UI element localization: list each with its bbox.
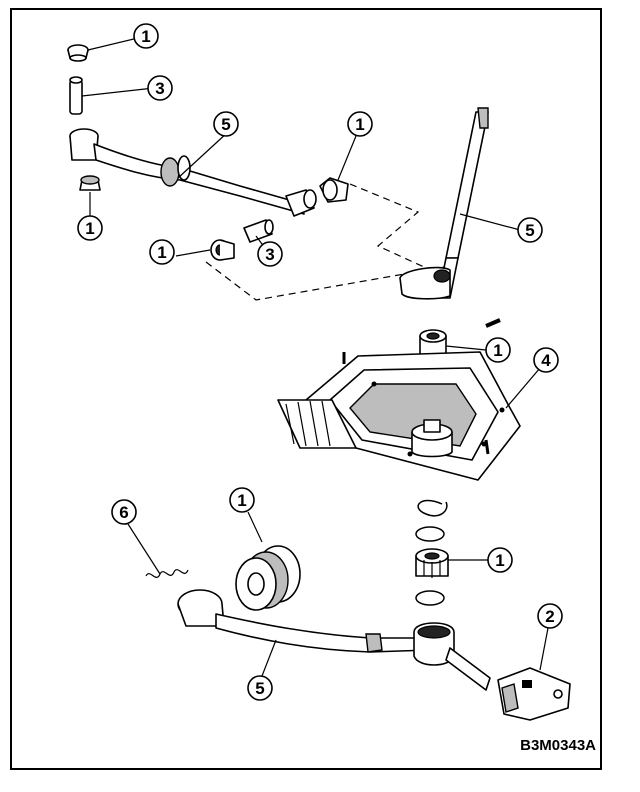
- pin-top: [69, 76, 83, 115]
- lever-roll-pin: [485, 318, 501, 328]
- svg-text:1: 1: [495, 551, 504, 570]
- svg-text:1: 1: [237, 491, 246, 510]
- svg-text:6: 6: [119, 503, 128, 522]
- gearshift-lever: [399, 107, 489, 300]
- callout-rod-lower: 5: [247, 675, 273, 701]
- exploded-view-diagram: 1 3 5 1 1 1 3 5 1 4 1 6: [10, 8, 602, 770]
- bushing-top-upper: [67, 44, 89, 62]
- rod-end-sleeve: [285, 189, 317, 217]
- diagram-frame: 1 3 5 1 1 1 3 5 1 4 1 6: [10, 8, 630, 784]
- snap-ring: [417, 499, 448, 517]
- pin-mid: [243, 219, 274, 243]
- svg-text:4: 4: [541, 351, 551, 370]
- callout-bushing-top-upper: 1: [133, 23, 159, 49]
- svg-text:5: 5: [255, 679, 264, 698]
- callout-gearshift-lever: 5: [517, 217, 543, 243]
- callout-bushing-left-mid: 1: [149, 239, 175, 265]
- svg-text:5: 5: [221, 115, 230, 134]
- washer-upper: [415, 526, 445, 542]
- callout-lever-boss: 1: [485, 337, 511, 363]
- bracket: [497, 667, 571, 721]
- callout-pin-top: 3: [147, 75, 173, 101]
- callout-nut: 1: [487, 547, 513, 573]
- callout-spring: 6: [111, 499, 137, 525]
- grommet: [235, 545, 301, 611]
- svg-text:1: 1: [157, 243, 166, 262]
- spring: [145, 569, 189, 579]
- bushing-top-lower: [79, 175, 101, 191]
- figure-border: [10, 8, 602, 770]
- lower-shift-rod: [177, 589, 491, 691]
- nut: [415, 548, 449, 578]
- callout-grommet: 1: [229, 487, 255, 513]
- upper-shift-rod: [69, 128, 305, 215]
- svg-text:3: 3: [155, 79, 164, 98]
- svg-text:1: 1: [141, 27, 150, 46]
- callout-bushing-top-lower: 1: [77, 215, 103, 241]
- callout-plate: 4: [533, 347, 559, 373]
- svg-text:5: 5: [525, 221, 534, 240]
- shift-plate-assembly: [277, 351, 521, 481]
- callout-bracket: 2: [537, 603, 563, 629]
- bushing-mid-left: [210, 239, 235, 261]
- svg-text:1: 1: [493, 341, 502, 360]
- svg-text:1: 1: [355, 115, 364, 134]
- svg-text:3: 3: [265, 245, 274, 264]
- bushing-cup: [319, 177, 349, 203]
- svg-text:2: 2: [545, 607, 554, 626]
- callout-bushing-cup-right: 1: [347, 111, 373, 137]
- svg-text:1: 1: [85, 219, 94, 238]
- callout-pin-mid: 3: [257, 241, 283, 267]
- callout-rod-upper: 5: [213, 111, 239, 137]
- figure-id: B3M0343A: [520, 737, 596, 754]
- washer-lower: [415, 590, 445, 606]
